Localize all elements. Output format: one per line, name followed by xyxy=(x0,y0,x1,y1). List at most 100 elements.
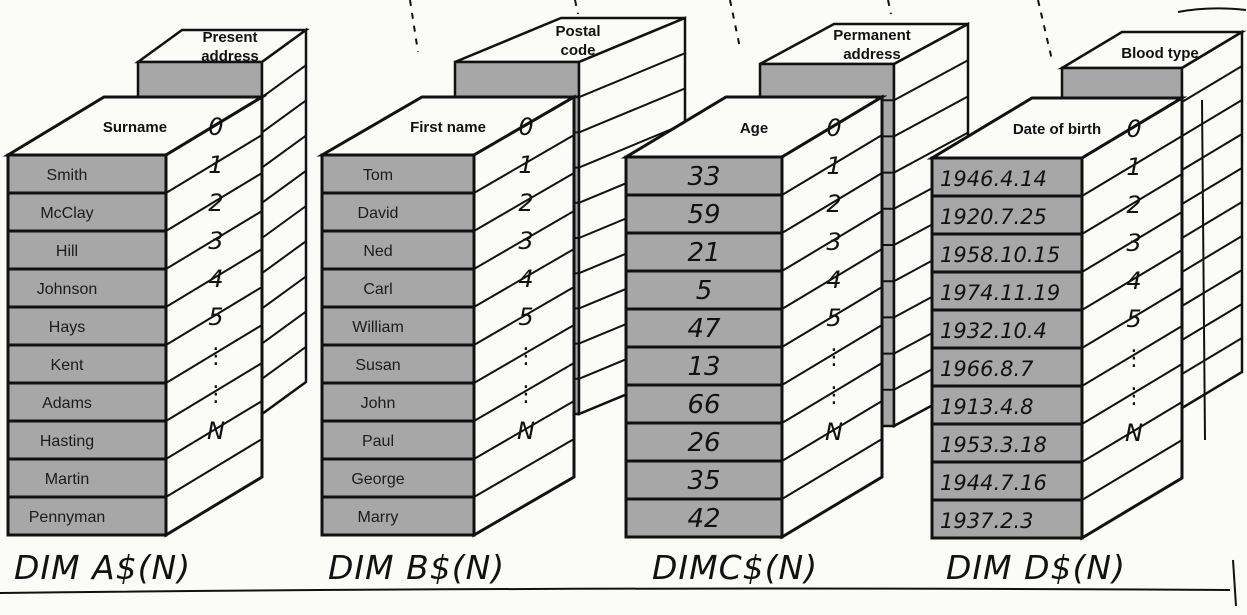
index-label: 3 xyxy=(1126,229,1141,257)
array-header: First name xyxy=(410,119,486,136)
array-b: First nameTomDavidNedCarlWilliamSusanJoh… xyxy=(322,97,574,535)
cell-value: 33 xyxy=(687,162,720,192)
cell-value: 26 xyxy=(687,428,720,458)
dashed-connector xyxy=(730,0,740,48)
index-label: 5 xyxy=(826,304,841,332)
cell-value: McClay xyxy=(40,205,93,222)
index-label: 5 xyxy=(518,303,533,331)
index-label: 0 xyxy=(208,113,223,141)
cell-value: Hays xyxy=(49,319,85,336)
index-label: N xyxy=(825,418,843,446)
array-header: Age xyxy=(740,120,768,137)
dashed-connector xyxy=(575,0,578,14)
corner-scribble xyxy=(1178,8,1246,12)
cell-value: Smith xyxy=(47,167,88,184)
index-label: 1 xyxy=(208,151,223,179)
index-label: 0 xyxy=(1126,115,1141,143)
array-cell xyxy=(8,231,166,269)
cell-value: 1913.4.8 xyxy=(940,395,1034,419)
index-label: 4 xyxy=(826,266,841,294)
index-label: 3 xyxy=(208,227,223,255)
array-cell xyxy=(322,155,474,193)
cell-value: 1953.3.18 xyxy=(940,433,1047,457)
index-label: 1 xyxy=(518,151,533,179)
cell-value: Pennyman xyxy=(29,509,106,526)
index-label: 2 xyxy=(1126,191,1141,219)
cell-value: Kent xyxy=(51,357,84,374)
cell-value: Hasting xyxy=(40,433,94,450)
cell-value: Carl xyxy=(363,281,392,298)
index-label: ⋮ xyxy=(1123,384,1145,409)
dashed-connector xyxy=(410,0,418,52)
array-a: SurnameSmithMcClayHillJohnsonHaysKentAda… xyxy=(8,97,262,535)
cell-value: Martin xyxy=(45,471,89,488)
dashed-connector xyxy=(888,0,891,14)
dim-label-c: DIMC$(N) xyxy=(652,548,818,587)
array-d: Date of birth 1946.4.14 1920.7.25 1958.10.1… xyxy=(932,98,1182,538)
cell-value: Johnson xyxy=(37,281,98,298)
dashed-connector xyxy=(1038,0,1052,60)
cell-value: 1946.4.14 xyxy=(940,167,1047,191)
dim-label-a: DIM A$(N) xyxy=(14,548,191,587)
array-cell xyxy=(322,383,474,421)
cell-value: 5 xyxy=(696,276,713,306)
index-label: ⋮ xyxy=(205,382,227,407)
index-label: 1 xyxy=(826,152,841,180)
index-label: N xyxy=(207,417,225,445)
cell-value: 66 xyxy=(687,390,720,420)
cell-value: 1958.10.15 xyxy=(940,243,1060,267)
back-label: Postal xyxy=(555,23,600,40)
cell-value: 59 xyxy=(687,200,720,230)
index-label: ⋮ xyxy=(515,382,537,407)
cell-value: 35 xyxy=(687,466,720,496)
index-label: N xyxy=(517,417,535,445)
cell-value: 13 xyxy=(687,352,720,382)
back-label: address xyxy=(201,48,259,65)
cell-value: David xyxy=(358,205,399,222)
cell-value: Tom xyxy=(363,167,393,184)
cell-value: 1937.2.3 xyxy=(940,509,1034,533)
cell-value: William xyxy=(352,319,404,336)
array-cell xyxy=(322,231,474,269)
cell-value: 1966.8.7 xyxy=(940,357,1034,381)
cell-value: John xyxy=(361,395,396,412)
base-tick xyxy=(1233,560,1236,606)
index-label: 3 xyxy=(518,227,533,255)
back-label: address xyxy=(843,46,901,63)
array-header: Date of birth xyxy=(1013,121,1101,138)
index-label: 4 xyxy=(518,265,533,293)
index-label: 0 xyxy=(826,114,841,142)
index-label: N xyxy=(1125,419,1143,447)
index-label: 2 xyxy=(208,189,223,217)
cell-value: 1974.11.19 xyxy=(940,281,1060,305)
cell-value: 21 xyxy=(687,238,720,268)
index-label: ⋮ xyxy=(823,345,845,370)
index-label: ⋮ xyxy=(823,383,845,408)
index-label: 5 xyxy=(1126,305,1141,333)
index-label: 0 xyxy=(518,113,533,141)
cell-value: 1932.10.4 xyxy=(940,319,1047,343)
back-label: Blood type xyxy=(1121,45,1199,62)
cell-value: Ned xyxy=(363,243,392,260)
index-label: 2 xyxy=(518,189,533,217)
array-cell xyxy=(322,421,474,459)
index-label: ⋮ xyxy=(515,344,537,369)
dim-label-d: DIM D$(N) xyxy=(946,548,1126,587)
back-label: Present xyxy=(202,29,257,46)
back-label: code xyxy=(560,42,595,59)
index-label: ⋮ xyxy=(205,344,227,369)
back-label: Permanent xyxy=(833,27,911,44)
cell-value: Adams xyxy=(42,395,92,412)
cell-value: George xyxy=(351,471,404,488)
index-label: 3 xyxy=(826,228,841,256)
index-label: 5 xyxy=(208,303,223,331)
array-cell xyxy=(8,307,166,345)
array-c: Age3359215471366263542012345⋮⋮N xyxy=(626,97,882,537)
array-header: Surname xyxy=(103,119,167,136)
cell-value: 1920.7.25 xyxy=(940,205,1047,229)
cell-value: Susan xyxy=(355,357,400,374)
array-cell xyxy=(322,269,474,307)
index-label: 4 xyxy=(1126,267,1141,295)
